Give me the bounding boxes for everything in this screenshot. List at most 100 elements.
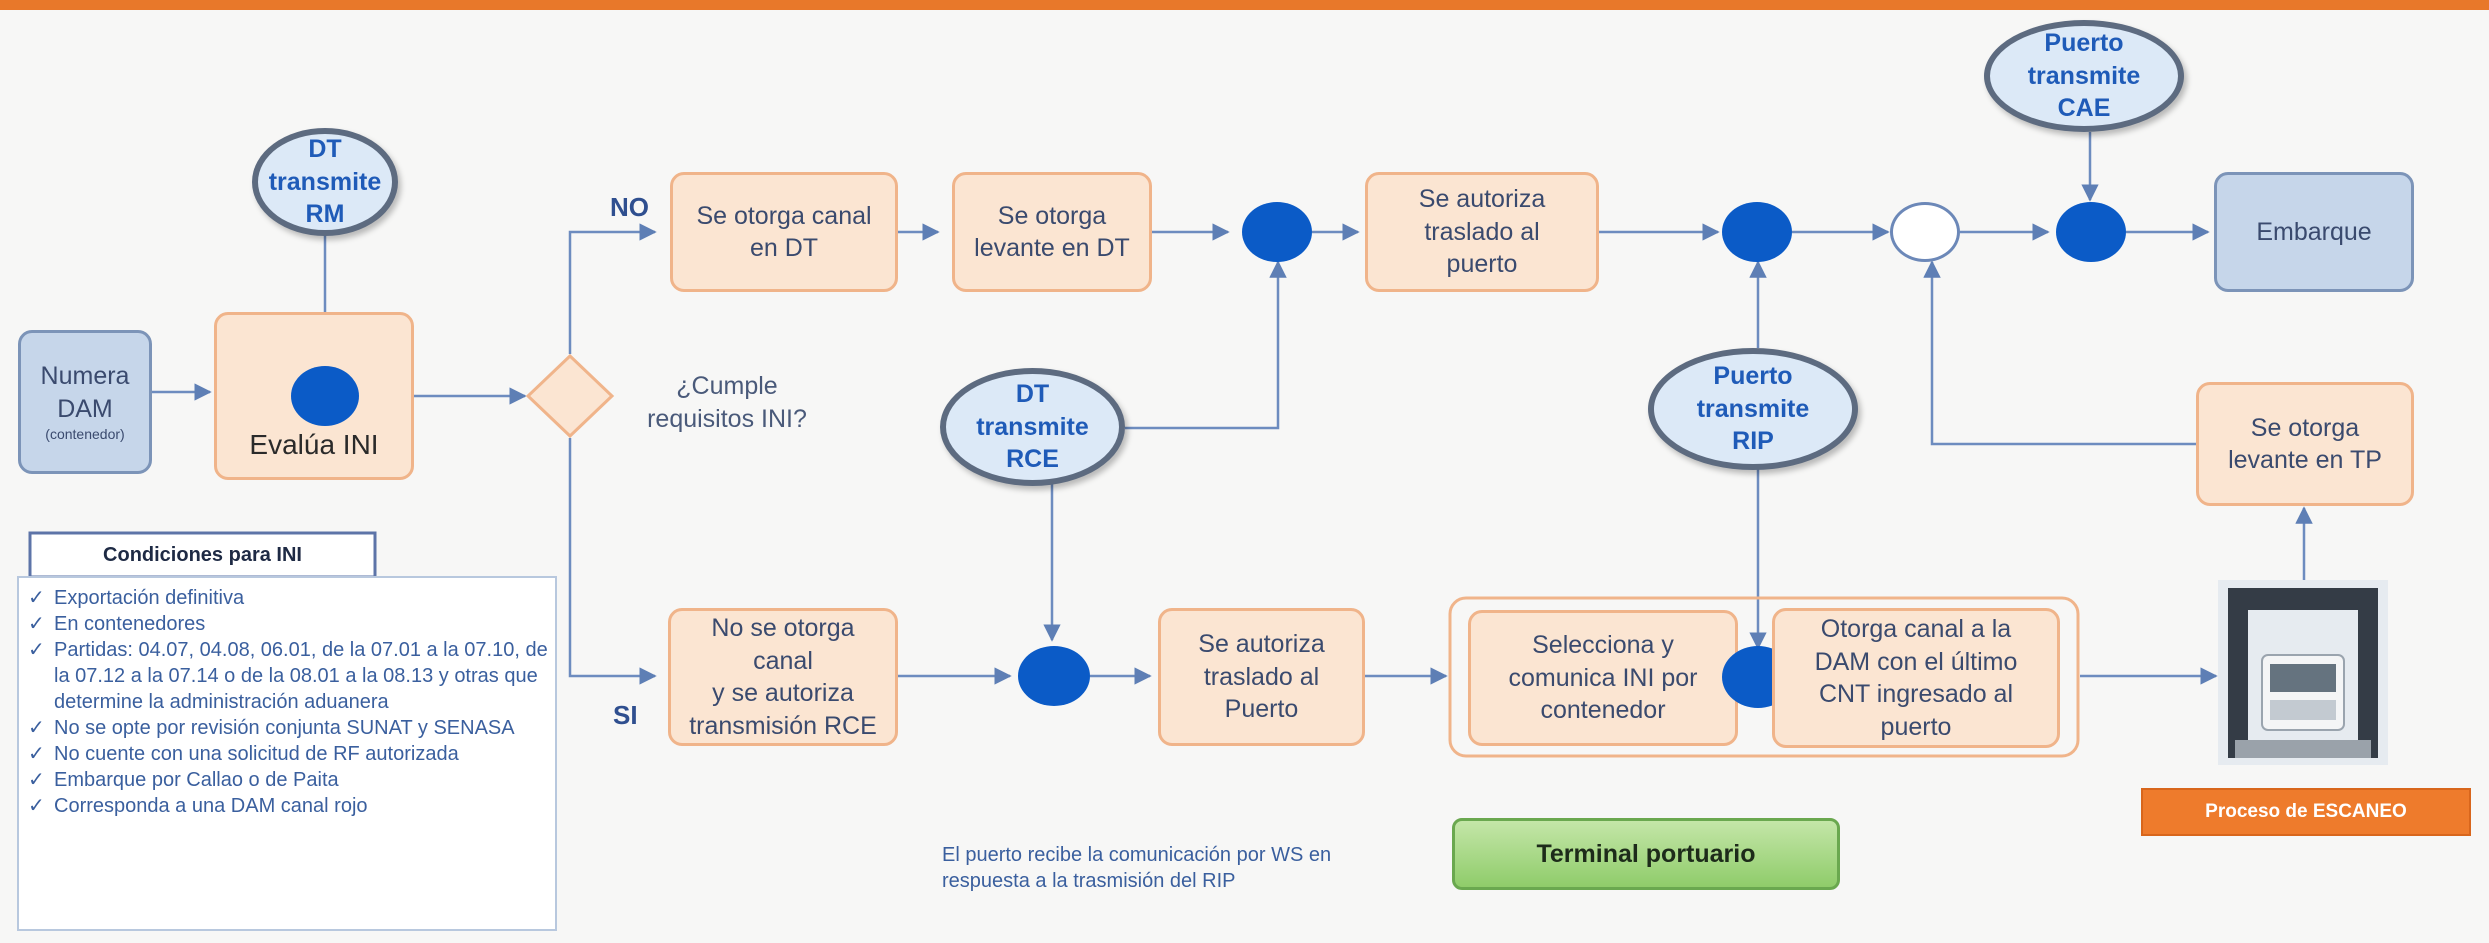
numera-dam-label-2: DAM — [57, 394, 113, 423]
check-mark-icon: ✓ — [28, 769, 45, 791]
rce-line1: DT — [1015, 380, 1050, 409]
dt-rm-line2: transmite — [268, 167, 382, 196]
edge-levantetp-ring — [1923, 260, 2196, 446]
condition-item: ✓ No se opte por revisión conjunta SUNAT … — [28, 715, 548, 741]
scanner-truck-icon — [2218, 580, 2388, 765]
conditions-list: ✓ Exportación definitiva ✓ En contenedores… — [28, 585, 548, 819]
cae-line2: transmite — [2027, 61, 2141, 90]
condition-item: ✓ Exportación definitiva — [28, 585, 548, 611]
levante-dt-line2: levante en DT — [974, 234, 1130, 262]
selecciona-line2: comunica INI por — [1508, 663, 1698, 692]
junction-dot-levante — [1242, 202, 1312, 262]
check-mark-icon: ✓ — [28, 717, 45, 739]
numera-dam-sub: (contenedor) — [45, 426, 125, 443]
terminal-frame — [1448, 596, 2080, 758]
junction-dot-evalua — [291, 366, 359, 426]
otorga-canal-dt-box: Se otorga canal en DT — [670, 172, 898, 292]
branch-label-si: SI — [613, 700, 638, 730]
no-otorga-canal-box: No se otorga canal y se autoriza transmi… — [668, 608, 898, 746]
levante-tp-line1: Se otorga — [2250, 413, 2360, 442]
rip-line2: transmite — [1696, 394, 1810, 423]
puerto-transmite-cae-oval: Puerto transmite CAE — [1984, 20, 2184, 132]
condition-text: No se opte por revisión conjunta SUNAT y… — [54, 717, 515, 739]
rip-line1: Puerto — [1713, 362, 1793, 391]
otorga-canal-line3: CNT ingresado al — [1818, 680, 2014, 708]
condition-item: ✓ Partidas: 04.07, 04.08, 06.01, de la 07… — [28, 637, 548, 715]
cumple-line1: ¿Cumple — [676, 372, 778, 400]
ws-note-line2: respuesta a la trasmisión del RIP — [942, 870, 1236, 892]
dt-rm-line1: DT — [308, 135, 342, 164]
check-mark-icon: ✓ — [28, 613, 45, 635]
condition-text: Embarque por Callao o de Paita — [54, 769, 339, 791]
decision-diamond — [525, 353, 615, 439]
check-mark-icon: ✓ — [28, 795, 45, 817]
no-canal-line2: y se autoriza — [712, 679, 854, 707]
condition-text: Exportación definitiva — [54, 587, 245, 609]
conditions-title: Condiciones para INI — [103, 543, 302, 566]
dt-transmite-rm-oval: DT transmite RM — [252, 128, 398, 236]
conditions-title-box — [28, 531, 377, 579]
condition-text: En contenedores — [54, 613, 206, 635]
check-mark-icon: ✓ — [28, 639, 45, 661]
otorga-canal-line1: Otorga canal a la — [1820, 615, 2012, 643]
condition-text: Corresponda a una DAM canal rojo — [54, 795, 368, 817]
cumple-requisitos-question: ¿Cumple requisitos INI? — [632, 370, 822, 435]
edge-diamond-si — [568, 438, 657, 685]
junction-dot-rce — [1018, 646, 1090, 706]
cae-line3: CAE — [2057, 94, 2111, 123]
edge-diamond-no — [568, 223, 657, 354]
condition-item: ✓ No cuente con una solicitud de RF autor… — [28, 741, 548, 767]
embarque-box: Embarque — [2214, 172, 2414, 292]
numera-dam-box: Numera DAM (contenedor) — [18, 330, 152, 474]
puerto-transmite-rip-oval: Puerto transmite RIP — [1648, 348, 1858, 470]
traslado-bottom-line1: Se autoriza — [1198, 630, 1325, 659]
selecciona-comunica-box: Selecciona y comunica INI por contenedor — [1468, 610, 1738, 746]
evalua-ini-label: Evalúa INI — [249, 428, 379, 460]
rce-line3: RCE — [1006, 445, 1059, 474]
condition-text: No cuente con una solicitud de RF autori… — [54, 743, 459, 765]
traslado-top-line2: traslado al — [1424, 217, 1540, 246]
numera-dam-label: Numera — [40, 362, 130, 391]
check-mark-icon: ✓ — [28, 743, 45, 765]
cumple-line2: requisitos INI? — [647, 404, 807, 433]
junction-dot-rip — [1722, 202, 1792, 262]
traslado-top-line1: Se autoriza — [1418, 185, 1546, 214]
check-mark-icon: ✓ — [28, 587, 45, 609]
selecciona-line3: contenedor — [1540, 696, 1666, 725]
ws-note: El puerto recibe la comunicación por WS … — [942, 842, 1422, 894]
embarque-label: Embarque — [2256, 217, 2372, 246]
otorga-canal-dam-box: Otorga canal a la DAM con el último CNT … — [1772, 608, 2060, 748]
otorga-levante-dt-box: Se otorga levante en DT — [952, 172, 1152, 292]
proceso-escaneo-badge: Proceso de ESCANEO — [2141, 788, 2471, 836]
traslado-top-line3: puerto — [1446, 250, 1518, 279]
selecciona-line1: Selecciona y — [1532, 631, 1674, 660]
dt-rm-line3: RM — [305, 200, 345, 229]
autoriza-traslado-top-box: Se autoriza traslado al puerto — [1365, 172, 1599, 292]
traslado-bottom-line3: Puerto — [1224, 695, 1299, 724]
no-canal-line1: No se otorga canal — [711, 614, 855, 675]
branch-label-no: NO — [610, 192, 649, 222]
condition-item: ✓ Embarque por Callao o de Paita — [28, 767, 548, 793]
otorga-canal-line2: DAM con el último — [1814, 647, 2018, 676]
levante-tp-line2: levante en TP — [2228, 446, 2382, 474]
top-accent-bar — [0, 0, 2489, 10]
terminal-portuario-badge: Terminal portuario — [1452, 818, 1840, 890]
ws-note-line1: El puerto recibe la comunicación por WS … — [942, 844, 1332, 866]
condition-text: Partidas: 04.07, 04.08, 06.01, de la 07.… — [54, 639, 548, 713]
condition-item: ✓ Corresponda a una DAM canal rojo — [28, 793, 548, 819]
rce-line2: transmite — [976, 412, 1089, 441]
dt-transmite-rce-oval: DT transmite RCE — [940, 368, 1125, 486]
conditions-list-box — [17, 576, 557, 931]
autoriza-traslado-bottom-box: Se autoriza traslado al Puerto — [1158, 608, 1365, 746]
canal-dt-line1: Se otorga canal — [696, 201, 872, 230]
edge-rce-dot-top — [1125, 260, 1287, 430]
no-canal-line3: transmisión RCE — [689, 711, 877, 740]
levante-dt-line1: Se otorga — [997, 201, 1107, 230]
canal-dt-line2: en DT — [749, 234, 819, 262]
rip-line3: RIP — [1732, 427, 1774, 456]
cae-line1: Puerto — [2044, 29, 2124, 58]
traslado-bottom-line2: traslado al — [1203, 662, 1320, 691]
junction-ring-levante-tp — [1890, 202, 1960, 262]
junction-dot-cae — [2056, 202, 2126, 262]
